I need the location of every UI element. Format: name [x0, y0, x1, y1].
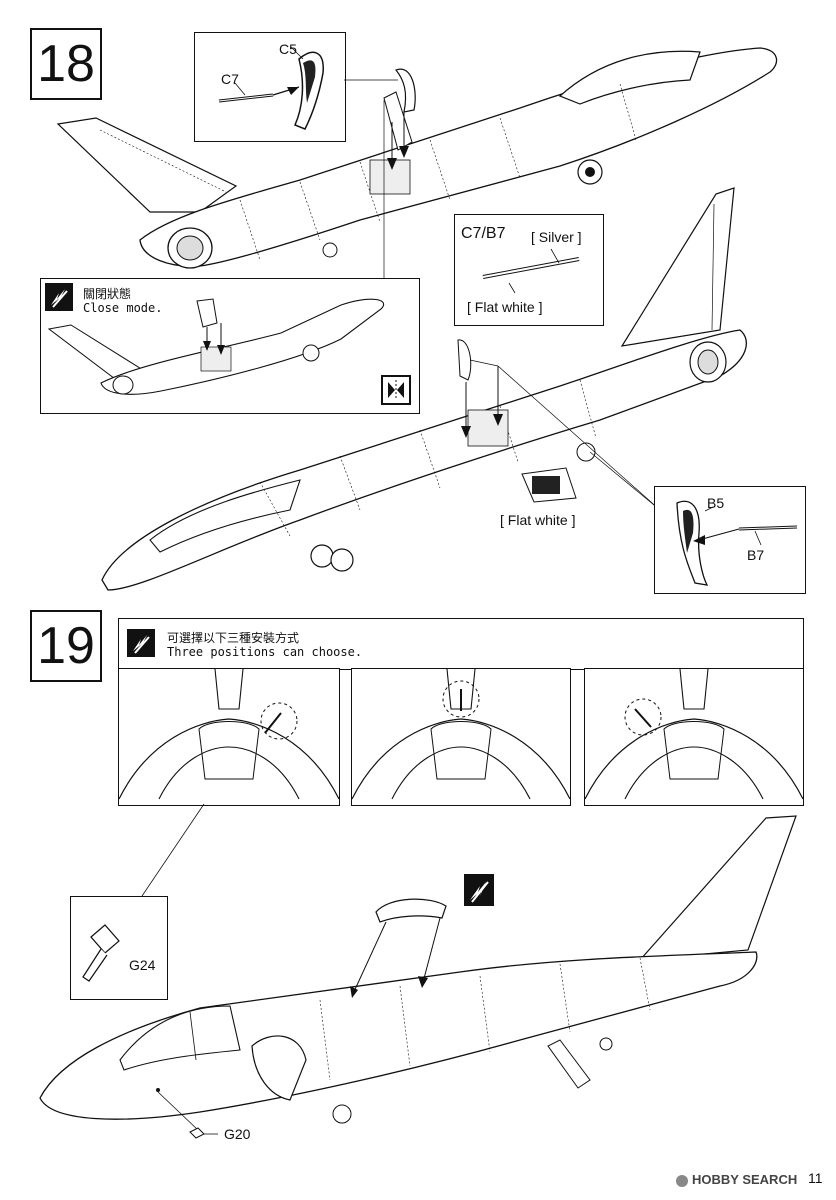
rod-part-drawing — [482, 248, 580, 294]
part-label-c5: C5 — [279, 41, 297, 57]
step-18-number: 18 — [30, 28, 102, 100]
callout-c5-c7: C5 C7 — [194, 32, 346, 142]
close-mode-title-zh: 關閉狀態 — [83, 287, 132, 301]
flip-arrows-icon — [464, 874, 494, 906]
color-callout-silver: [ Silver ] — [531, 229, 582, 245]
watermark-badge-icon — [676, 1174, 688, 1187]
part-label-c7-b7: C7/B7 — [461, 225, 506, 242]
color-callout-flat-white-rod: [ Flat white ] — [467, 299, 543, 315]
callout-b5-b7: B5 B7 — [654, 486, 806, 594]
aircraft-drawing-lower-step18 — [101, 187, 748, 591]
close-mode-title-en: Close mode. — [83, 301, 163, 315]
part-label-g24: G24 — [129, 957, 156, 973]
part-label-b5: B5 — [707, 495, 725, 511]
color-callout-flat-white-bay: [ Flat white ] — [500, 512, 576, 528]
part-label-g20: G20 — [224, 1126, 251, 1142]
canopy-part-drawing — [218, 46, 324, 130]
position-option-2 — [351, 668, 571, 806]
step-19-number: 19 — [30, 610, 102, 682]
aircraft-drawing-upper — [56, 47, 778, 280]
flip-arrows-icon — [127, 629, 155, 657]
step19-title-zh: 可選擇以下三種安裝方式 — [167, 631, 300, 645]
page-number: 11 — [808, 1170, 823, 1186]
position-option-1 — [118, 668, 340, 806]
part-label-b7: B7 — [747, 547, 765, 563]
part-label-c7: C7 — [221, 71, 239, 87]
callout-c7-b7-rod: C7/B7 [ Silver ] [ Flat white ] — [454, 214, 604, 326]
close-mode-inset: 關閉狀態 Close mode. — [40, 278, 420, 414]
position-option-3 — [584, 668, 804, 806]
callout-g24: G24 — [70, 896, 168, 1000]
step19-banner: 可選擇以下三種安裝方式 Three positions can choose. — [118, 618, 804, 670]
watermark-logo: HOBBY SEARCH — [676, 1172, 797, 1187]
aircraft-drawing-close-mode — [47, 298, 384, 395]
b5-b7-part-drawing — [676, 500, 798, 586]
flip-arrows-icon — [45, 283, 73, 311]
step19-title-en: Three positions can choose. — [167, 645, 363, 659]
mirror-symbol-icon — [381, 375, 411, 405]
g24-part-drawing — [82, 924, 120, 982]
